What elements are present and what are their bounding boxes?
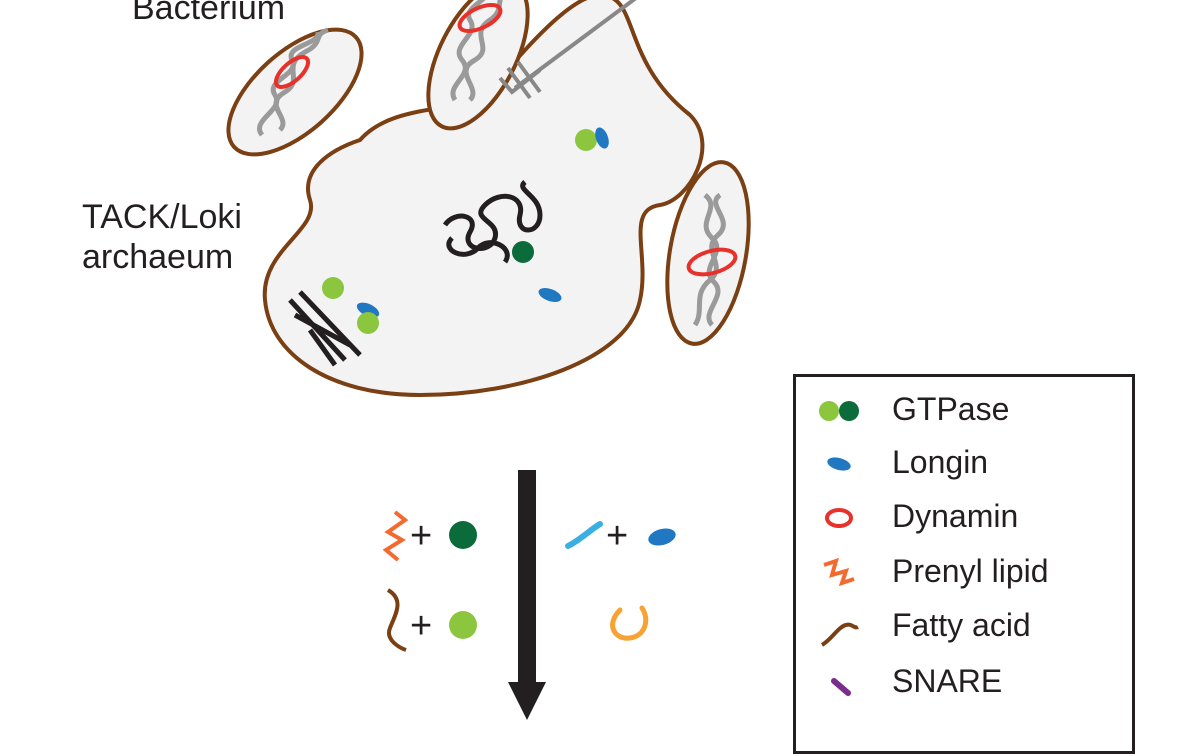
gtpase-light xyxy=(357,312,379,334)
host-dna xyxy=(442,180,543,264)
cytoskeleton xyxy=(288,290,362,367)
legend-label-dynamin: Dynamin xyxy=(892,498,1019,534)
plus-sign: + xyxy=(606,515,628,557)
bacterium-left xyxy=(226,27,364,157)
plus-sign: + xyxy=(410,605,432,647)
legend-box: GTPase Longin Dynamin Prenyl lipid Fatty… xyxy=(793,374,1135,754)
longin xyxy=(538,288,562,302)
legend-label-snare: SNARE xyxy=(892,663,1003,699)
lipid-cyan-icon xyxy=(565,521,603,549)
longin xyxy=(595,127,609,149)
dynamin-icon xyxy=(825,508,853,528)
gtpase-light xyxy=(322,277,344,299)
legend-label-longin: Longin xyxy=(892,444,989,480)
transition-arrow xyxy=(508,470,546,720)
legend-label-gtpase: GTPase xyxy=(892,391,1010,427)
endosymbiosis-diagram: + + + xyxy=(226,0,751,720)
legend-icons xyxy=(819,401,859,696)
archaeum-membrane xyxy=(262,0,705,398)
bacterium-right xyxy=(665,160,751,346)
legend-label-prenyl: Prenyl lipid xyxy=(892,553,1049,589)
plus-sign: + xyxy=(410,515,432,557)
gtpase-icon xyxy=(819,401,859,421)
longin-icon xyxy=(827,457,851,471)
host-label-line1: TACK/Loki xyxy=(82,198,242,236)
orange-ring-icon xyxy=(610,605,649,641)
prenyl-lipid-icon xyxy=(823,557,855,587)
fatty-acid-icon xyxy=(820,622,859,647)
gtpase-light xyxy=(449,611,477,639)
entry-arrow xyxy=(498,0,637,100)
snare-icon xyxy=(831,678,851,696)
fatty-acid-icon xyxy=(386,588,407,652)
legend-label-fatty-acid: Fatty acid xyxy=(892,607,1031,643)
host-label: TACK/Loki archaeum xyxy=(82,197,242,277)
prenyl-lipid-icon xyxy=(382,510,409,562)
bacterium-label: Bacterium xyxy=(132,0,286,27)
gtpase-dark xyxy=(512,241,534,263)
longin xyxy=(648,528,676,546)
host-label-line2: archaeum xyxy=(82,238,234,277)
gtpase-light xyxy=(575,129,597,151)
gtpase-dark xyxy=(449,521,477,549)
